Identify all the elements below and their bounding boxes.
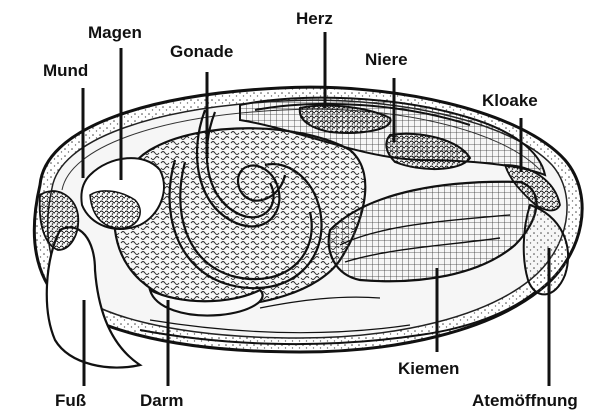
label-mund: Mund	[43, 62, 88, 79]
label-magen: Magen	[88, 24, 142, 41]
label-herz: Herz	[296, 10, 333, 27]
label-niere: Niere	[365, 51, 408, 68]
label-kloake: Kloake	[482, 92, 538, 109]
label-kiemen: Kiemen	[398, 360, 459, 377]
label-fuss: Fuß	[55, 392, 86, 409]
label-darm: Darm	[140, 392, 183, 409]
label-atemoeffnung: Atemöffnung	[472, 392, 578, 409]
label-gonade: Gonade	[170, 43, 233, 60]
